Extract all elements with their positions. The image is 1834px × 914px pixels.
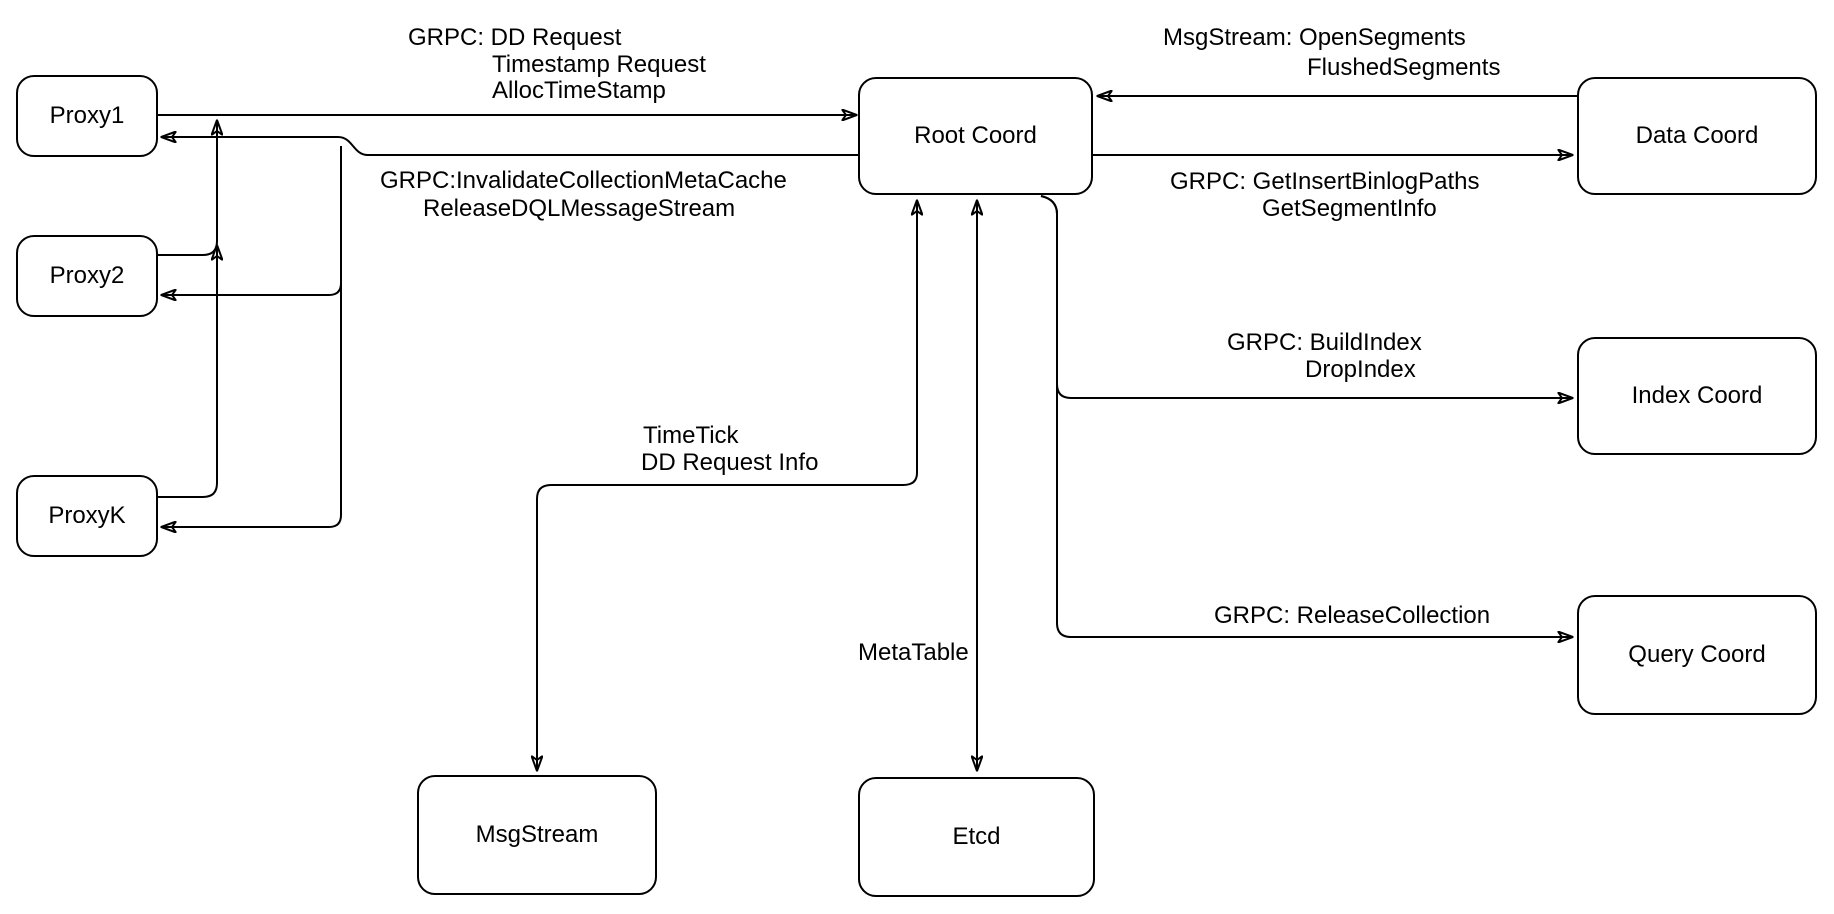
node-msgstream: MsgStream [417,775,657,895]
edge-rootcoord-to-proxy2 [162,146,342,295]
node-index-coord-label: Index Coord [1631,382,1763,409]
edge-label-releasecollection: GRPC: ReleaseCollection [1214,602,1491,629]
edge-label-grpc-dd-request: GRPC: DD Request [408,24,622,51]
edge-label-flushedsegments: FlushedSegments [1307,54,1501,81]
edge-label-alloctimestamp: AllocTimeStamp [492,77,666,104]
node-data-coord: Data Coord [1577,77,1817,195]
node-root-coord-label: Root Coord [914,122,1037,149]
edge-rootcoord-to-proxy1 [162,137,858,156]
node-query-coord-label: Query Coord [1628,641,1766,668]
edge-rootcoord-to-proxyk [162,146,342,527]
edge-label-dropindex: DropIndex [1305,356,1416,383]
node-proxy2-label: Proxy2 [49,262,125,289]
node-data-coord-label: Data Coord [1635,122,1759,149]
node-index-coord: Index Coord [1577,337,1817,455]
edge-label-getsegmentinfo: GetSegmentInfo [1262,195,1437,222]
node-query-coord: Query Coord [1577,595,1817,715]
node-msgstream-label: MsgStream [475,821,599,848]
node-etcd-label: Etcd [952,823,1001,850]
edge-rootcoord-to-querycoord [1040,195,1572,637]
edge-label-timestamp-request: Timestamp Request [492,51,706,78]
node-proxy1: Proxy1 [16,75,158,157]
edge-label-release-dql-stream: ReleaseDQLMessageStream [423,195,736,222]
node-proxyk: ProxyK [16,475,158,557]
edge-rootcoord-msgstream [537,201,917,770]
edge-label-getinsertbinlogpaths: GRPC: GetInsertBinlogPaths [1170,168,1480,195]
edge-label-dd-request-info: DD Request Info [641,449,819,476]
node-proxy2: Proxy2 [16,235,158,317]
node-proxy1-label: Proxy1 [49,102,125,129]
node-proxyk-label: ProxyK [48,502,126,529]
edge-proxy2-merge-up [158,121,217,256]
edge-proxyk-merge-up [158,246,217,498]
edge-label-msgstream-opensegments: MsgStream: OpenSegments [1163,24,1466,51]
node-root-coord: Root Coord [858,77,1093,195]
edge-label-metatable: MetaTable [858,639,969,666]
edge-label-timetick: TimeTick [643,422,739,449]
edge-label-invalidate-metacache: GRPC:InvalidateCollectionMetaCache [380,167,787,194]
node-etcd: Etcd [858,777,1095,897]
edge-label-buildindex: GRPC: BuildIndex [1227,329,1422,356]
